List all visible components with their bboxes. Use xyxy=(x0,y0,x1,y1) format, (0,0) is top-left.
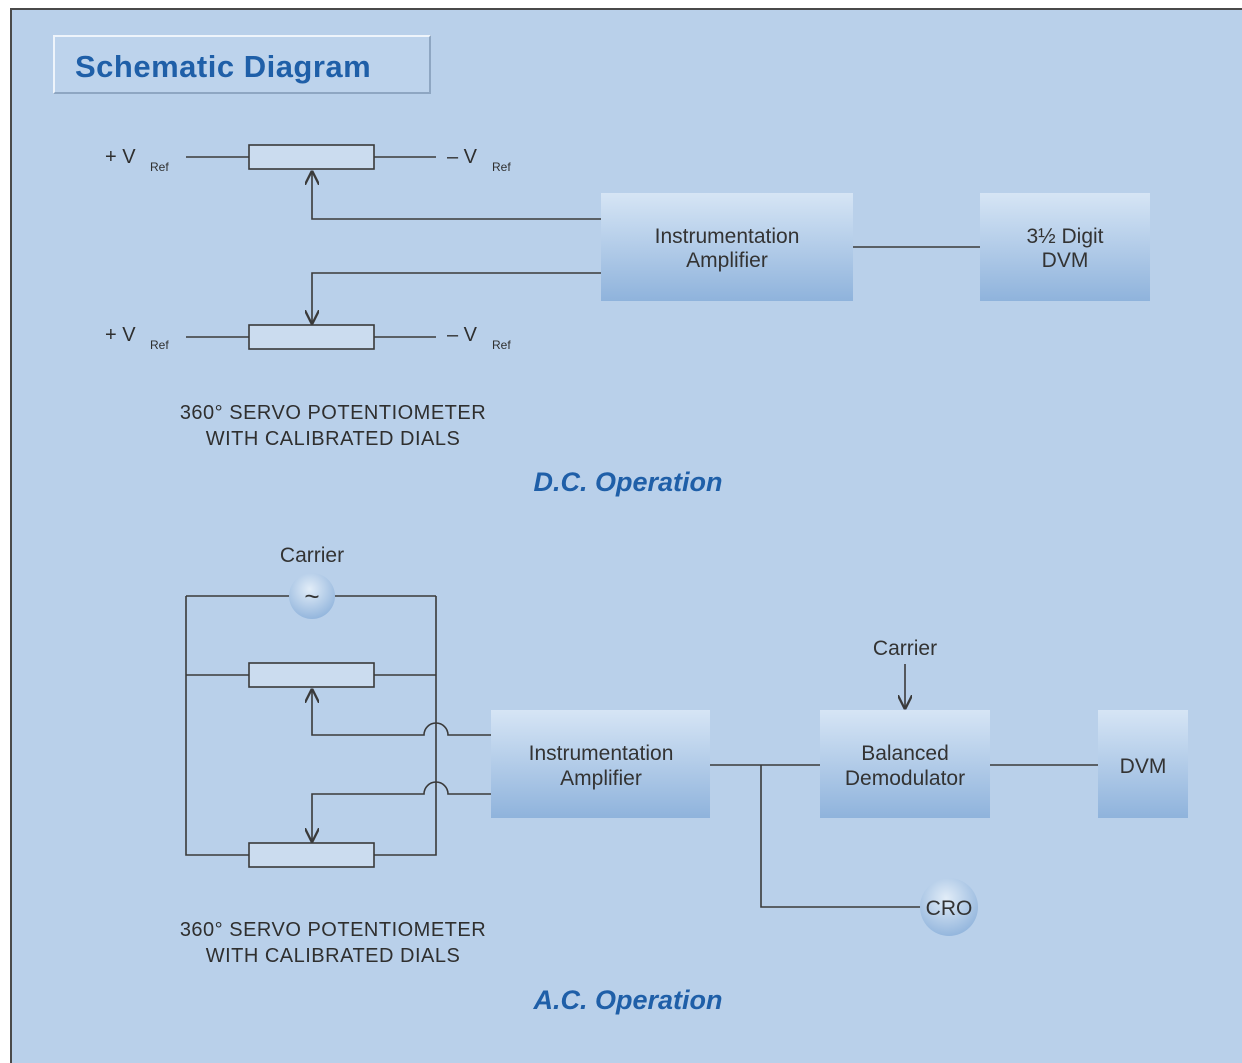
ac-wiper-top-arrow xyxy=(312,690,491,736)
dc-wiper-bottom-arrow xyxy=(312,272,601,323)
ac-instrumentation-amplifier-block xyxy=(491,710,710,818)
ac-dvm-block xyxy=(1098,710,1188,818)
ac-operation-label: A.C. Operation xyxy=(532,985,722,1015)
dc-instrumentation-amplifier-block xyxy=(601,193,853,301)
ac-section: Carrier ~ Instrumentation Amplifier Carr… xyxy=(180,544,1188,1015)
dc-dvm-block xyxy=(980,193,1150,301)
dc-operation-label: D.C. Operation xyxy=(533,467,722,497)
dc-vref-plus-top: + V xyxy=(105,146,136,168)
dc-vref-minus-bottom: – V xyxy=(447,324,478,346)
dc-vref-minus-top: – V xyxy=(447,146,478,168)
ac-cro-icon xyxy=(920,878,978,936)
diagram-panel xyxy=(10,8,1242,1063)
ac-demod-label-1: Balanced xyxy=(861,742,949,765)
dc-ref-sub-1: Ref xyxy=(150,160,169,174)
ac-balanced-demodulator-block xyxy=(820,710,990,818)
ac-bridge-right-wire xyxy=(374,596,437,856)
dc-dvm-label-1: 3½ Digit xyxy=(1026,225,1103,248)
ac-cro-label: CRO xyxy=(926,897,973,920)
ac-wiper-bottom-arrow xyxy=(312,781,491,841)
dc-ref-sub-4: Ref xyxy=(492,338,511,352)
ac-amplifier-label-2: Amplifier xyxy=(560,767,642,790)
dc-ref-sub-2: Ref xyxy=(492,160,511,174)
ac-carrier-label: Carrier xyxy=(280,544,344,567)
dc-amplifier-label-1: Instrumentation xyxy=(655,225,800,248)
dc-vref-plus-bottom: + V xyxy=(105,324,136,346)
ac-pot-caption-1: 360° SERVO POTENTIOMETER xyxy=(180,919,486,941)
ac-bridge-left-wire xyxy=(185,596,249,856)
dc-pot-caption-2: WITH CALIBRATED DIALS xyxy=(206,428,461,450)
ac-amplifier-label-1: Instrumentation xyxy=(529,742,674,765)
ac-pot-caption-2: WITH CALIBRATED DIALS xyxy=(206,945,461,967)
ac-demod-label-2: Demodulator xyxy=(845,767,965,790)
dc-dvm-label-2: DVM xyxy=(1042,249,1089,272)
dc-potentiometer-top xyxy=(248,144,375,170)
dc-amplifier-label-2: Amplifier xyxy=(686,249,768,272)
dc-pot-caption-1: 360° SERVO POTENTIOMETER xyxy=(180,402,486,424)
ac-carrier-symbol: ~ xyxy=(304,581,319,611)
ac-carrier-source-icon xyxy=(289,573,335,619)
page-title: Schematic Diagram xyxy=(75,49,372,84)
title-box: Schematic Diagram xyxy=(53,35,431,94)
dc-section: + V Ref – V Ref + V Ref – V Ref Instrume… xyxy=(105,144,1150,497)
dc-ref-sub-3: Ref xyxy=(150,338,169,352)
dc-wiper-top-arrow xyxy=(312,172,601,220)
ac-potentiometer-bottom xyxy=(248,842,375,868)
ac-potentiometer-top xyxy=(248,662,375,688)
dc-potentiometer-bottom xyxy=(248,324,375,350)
ac-demod-carrier-label: Carrier xyxy=(873,637,937,660)
ac-dvm-label: DVM xyxy=(1120,755,1167,778)
ac-cro-wire xyxy=(760,765,925,908)
